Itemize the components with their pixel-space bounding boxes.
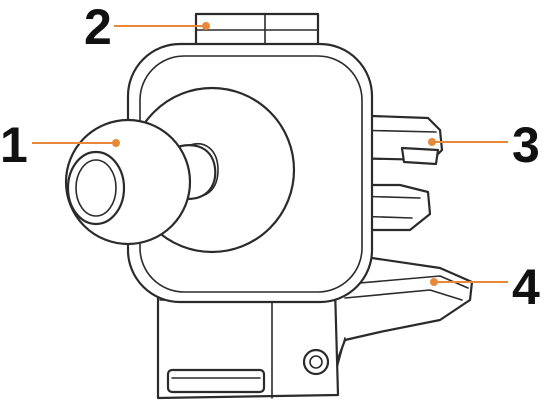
callout-2-number: 2 — [84, 0, 112, 55]
callout-1-dot — [112, 139, 120, 147]
callout-3-dot — [428, 138, 436, 146]
callout-2: 2 — [84, 0, 210, 55]
callout-1-number: 1 — [0, 117, 28, 173]
callout-3-number: 3 — [512, 117, 540, 173]
callout-4-dot — [430, 278, 438, 286]
base-body — [156, 286, 340, 400]
callout-3: 3 — [428, 117, 540, 173]
ball-joint — [64, 118, 217, 246]
callout-1: 1 — [0, 117, 120, 173]
callout-2-dot — [202, 22, 210, 30]
callout-4-number: 4 — [512, 259, 540, 315]
callout-4: 4 — [430, 259, 540, 315]
